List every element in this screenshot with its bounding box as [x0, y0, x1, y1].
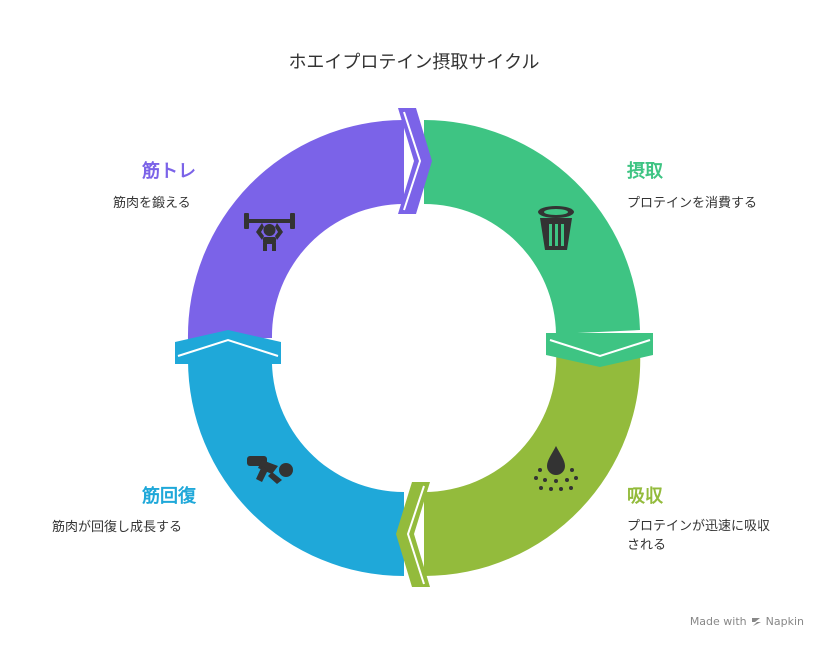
connector-recover-train — [175, 330, 281, 364]
label-absorb: 吸収 — [627, 486, 663, 507]
napkin-logo-icon — [751, 618, 761, 626]
connector-absorb-recover — [396, 482, 430, 587]
droplet-icon — [534, 446, 578, 491]
divider-line — [403, 111, 422, 211]
made-with-text: Made with — [689, 615, 747, 628]
desc-absorb: プロテインが迅速に吸収される — [627, 519, 771, 553]
desc-recover: 筋肉が回復し成長する — [52, 520, 183, 535]
connector-intake-absorb — [546, 333, 653, 367]
brand-text: Napkin — [765, 615, 804, 628]
page-title: ホエイプロテイン摂取サイクル — [288, 52, 540, 73]
cup-icon — [538, 206, 574, 250]
segment-train — [187, 119, 404, 341]
label-intake: 摂取 — [627, 161, 663, 182]
segment-absorb — [424, 350, 641, 577]
label-recover: 筋回復 — [142, 486, 196, 507]
connector-train-intake — [398, 108, 432, 214]
weightlifter-icon — [244, 213, 295, 251]
footer-credit[interactable]: Made with Napkin — [690, 615, 804, 628]
divider-line — [549, 339, 651, 358]
segment-intake — [424, 119, 640, 334]
desc-intake: プロテインを消費する — [627, 196, 758, 211]
segment-recover — [188, 356, 404, 576]
divider-line — [177, 338, 279, 357]
label-train: 筋トレ — [142, 161, 196, 182]
resting-person-icon — [247, 456, 293, 484]
divider-line — [406, 485, 425, 585]
desc-train: 筋肉を鍛える — [113, 196, 191, 211]
